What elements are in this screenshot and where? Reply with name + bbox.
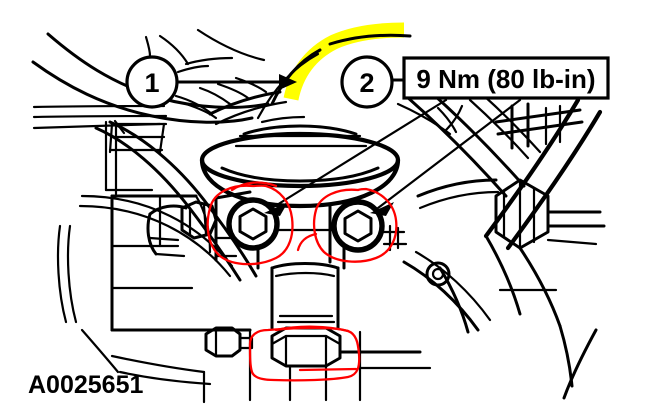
callout-1[interactable]: 1 xyxy=(125,55,179,109)
arrow-to-right-bolt xyxy=(370,202,394,216)
figure-id-label: A0025651 xyxy=(28,371,143,399)
red-circle-right-tail xyxy=(296,232,318,252)
engine-bay-lineart xyxy=(31,28,606,404)
arrow-to-left-bolt xyxy=(264,202,288,216)
callout-2[interactable]: 2 xyxy=(340,55,394,109)
red-circle-left-tail xyxy=(230,181,278,192)
red-circle-right-bolt xyxy=(312,187,398,263)
leader-lines xyxy=(176,74,522,216)
arrow-callout-1 xyxy=(279,74,297,90)
torque-spec-value: 9 Nm (80 lb-in) xyxy=(416,64,595,94)
callout-2-number: 2 xyxy=(359,68,374,98)
torque-spec-frame[interactable] xyxy=(402,56,610,100)
callout-2-circle[interactable] xyxy=(340,55,394,109)
red-annotations xyxy=(206,181,398,382)
red-annotation-bottom-underline xyxy=(298,367,358,372)
callout-1-number: 1 xyxy=(144,68,159,98)
red-annotation-bottom-stroke xyxy=(274,325,350,333)
torque-spec-box[interactable]: 9 Nm (80 lb-in) xyxy=(402,56,610,100)
torque-leader-right xyxy=(376,98,522,210)
red-circle-left-bolt xyxy=(206,184,294,266)
torque-leader-left xyxy=(270,98,448,210)
callout-1-circle[interactable] xyxy=(125,55,179,109)
